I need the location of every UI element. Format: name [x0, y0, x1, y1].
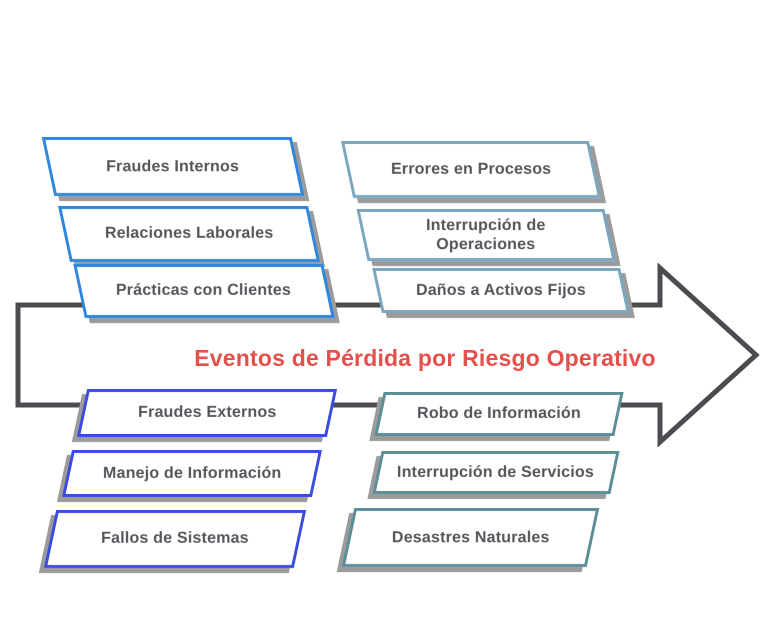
box-label: Fallos de Sistemas	[101, 530, 249, 548]
box-desastres-naturales: Desastres Naturales	[341, 508, 600, 567]
box-label: Relaciones Laborales	[104, 225, 274, 243]
box-label: Prácticas con Clientes	[116, 282, 292, 300]
box-errores-en-procesos: Errores en Procesos	[340, 141, 602, 198]
box-interrupcion-de-servicios: Interrupción de Servicios	[372, 451, 620, 494]
box-robo-de-informacion: Robo de Información	[374, 392, 624, 436]
box-fraudes-internos: Fraudes Internos	[41, 137, 305, 196]
box-interrupcion-de-operaciones: Interrupción de Operaciones	[356, 209, 616, 261]
box-label: Errores en Procesos	[390, 160, 552, 178]
box-label: Desastres Naturales	[391, 528, 550, 546]
box-label: Interrupción de Operaciones	[426, 216, 546, 253]
box-relaciones-laborales: Relaciones Laborales	[58, 206, 320, 262]
box-label: Fraudes Internos	[106, 157, 240, 175]
box-danos-a-activos-fijos: Daños a Activos Fijos	[372, 268, 630, 313]
box-fallos-de-sistemas: Fallos de Sistemas	[43, 510, 307, 568]
box-label: Fraudes Externos	[137, 404, 277, 422]
box-fraudes-externos: Fraudes Externos	[76, 389, 338, 437]
box-label: Manejo de Información	[102, 464, 282, 482]
diagram-title: Eventos de Pérdida por Riesgo Operativo	[194, 344, 656, 371]
box-label: Robo de Información	[417, 405, 581, 423]
box-label: Interrupción de Servicios	[397, 463, 595, 481]
box-practicas-con-clientes: Prácticas con Clientes	[73, 264, 335, 318]
box-label: Daños a Activos Fijos	[416, 281, 586, 299]
box-manejo-de-informacion: Manejo de Información	[62, 450, 322, 497]
